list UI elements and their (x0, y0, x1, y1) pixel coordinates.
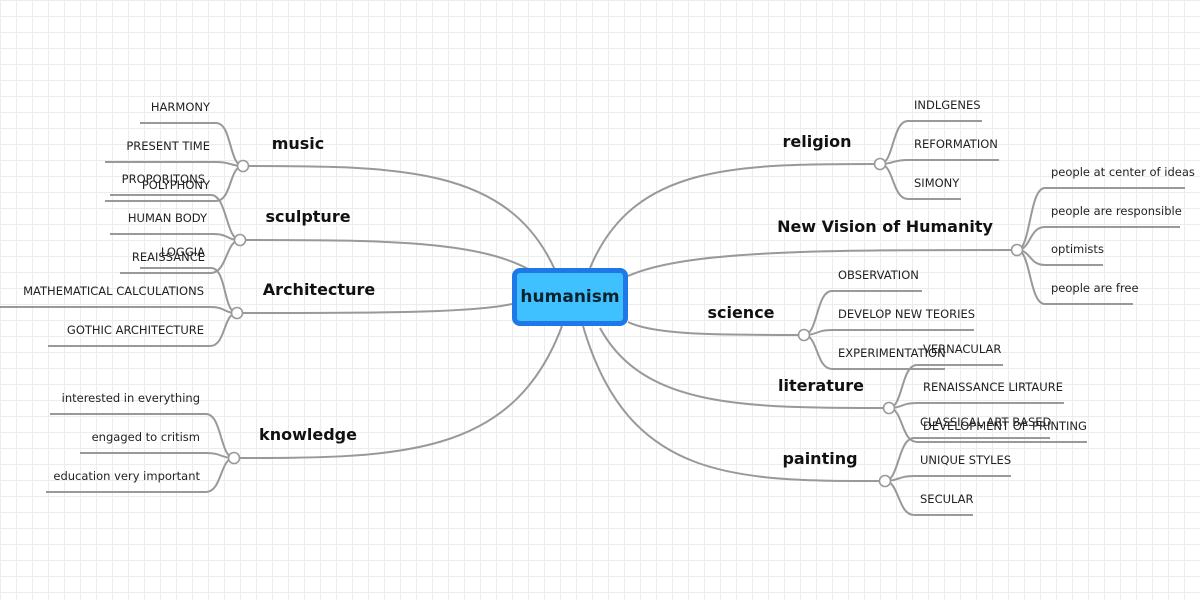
leaf-music-0[interactable]: HARMONY (151, 100, 211, 114)
central-topic-label: humanism (520, 287, 620, 307)
link-science (627, 321, 805, 336)
leaf-new-vision-of-humanity-2[interactable]: optimists (1051, 242, 1104, 256)
connector-science[interactable] (797, 328, 811, 342)
leaf-literature-0[interactable]: VERNACULAR (923, 342, 1001, 356)
leaf-knowledge-1[interactable]: engaged to critism (92, 430, 200, 444)
leaf-literature-2[interactable]: DEVELOPMENT OF PRINTING (923, 419, 1087, 433)
leaf-religion-2[interactable]: SIMONY (914, 176, 960, 190)
leaf-link (888, 402, 1064, 409)
leaf-religion-0[interactable]: INDLGENES (914, 98, 981, 112)
leaf-architecture-1[interactable]: MATHEMATICAL CALCULATIONS (23, 284, 204, 298)
link-religion (589, 163, 881, 269)
branch-knowledge[interactable]: knowledge (259, 425, 357, 444)
leaf-religion-1[interactable]: REFORMATION (914, 137, 998, 151)
leaf-painting-2[interactable]: SECULAR (920, 492, 974, 506)
branch-new-vision-of-humanity[interactable]: New Vision of Humanity (777, 217, 993, 236)
connector-knowledge[interactable] (227, 451, 241, 465)
link-knowledge (233, 325, 563, 459)
leaf-link (105, 161, 244, 167)
leaf-science-1[interactable]: DEVELOP NEW TEORIES (838, 307, 975, 321)
leaf-architecture-2[interactable]: GOTHIC ARCHITECTURE (67, 323, 204, 337)
leaf-painting-0[interactable]: CLASSICAL ART BASED (920, 415, 1052, 429)
link-new-vision-of-humanity (627, 249, 1018, 277)
branch-religion[interactable]: religion (782, 132, 851, 151)
branch-painting[interactable]: painting (782, 449, 857, 468)
connector-religion[interactable] (873, 157, 887, 171)
leaf-science-2[interactable]: EXPERIMENTATION (838, 346, 946, 360)
leaf-sculpture-1[interactable]: HUMAN BODY (128, 211, 208, 225)
connector-painting[interactable] (878, 474, 892, 488)
leaf-link (80, 452, 235, 459)
leaf-link (1016, 187, 1185, 251)
link-painting (582, 325, 886, 482)
link-sculpture (239, 239, 549, 284)
branch-music[interactable]: music (272, 134, 325, 153)
leaf-link (803, 329, 974, 336)
link-music (242, 165, 556, 271)
leaf-science-0[interactable]: OBSERVATION (838, 268, 919, 282)
connector-new-vision-of-humanity[interactable] (1010, 243, 1024, 257)
leaf-link (884, 475, 1011, 482)
leaf-link (110, 233, 241, 241)
leaf-new-vision-of-humanity-1[interactable]: people are responsible (1051, 204, 1182, 218)
branch-nodes: HARMONY PRESENT TIME POLYPHONY musicPROPORI… (23, 98, 1195, 506)
leaf-architecture-0[interactable]: LOGGIA (161, 245, 205, 259)
leaf-painting-1[interactable]: UNIQUE STYLES (920, 453, 1011, 467)
leaf-link (0, 306, 238, 314)
leaf-new-vision-of-humanity-0[interactable]: people at center of ideas (1051, 165, 1195, 179)
connector-sculpture[interactable] (233, 233, 247, 247)
connector-literature[interactable] (882, 401, 896, 415)
leaf-knowledge-0[interactable]: interested in everything (62, 391, 200, 405)
branch-literature[interactable]: literature (778, 376, 864, 395)
leaf-sculpture-0[interactable]: PROPORITONS (122, 172, 205, 186)
leaf-link (879, 159, 999, 165)
leaf-literature-1[interactable]: RENAISSANCE LIRTAURE (923, 380, 1063, 394)
leaf-link (1016, 249, 1133, 305)
connector-music[interactable] (236, 159, 250, 173)
branch-sculpture[interactable]: sculpture (265, 207, 350, 226)
central-topic[interactable]: humanism (512, 268, 628, 326)
leaf-music-2[interactable]: POLYPHONY (142, 178, 211, 192)
leaf-new-vision-of-humanity-3[interactable]: people are free (1051, 281, 1139, 295)
leaf-knowledge-2[interactable]: education very important (53, 469, 200, 483)
leaf-music-1[interactable]: PRESENT TIME (126, 139, 210, 153)
branch-architecture[interactable]: Architecture (263, 280, 376, 299)
connector-architecture[interactable] (230, 306, 244, 320)
link-architecture (236, 303, 513, 314)
link-literature (599, 327, 890, 409)
branch-science[interactable]: science (707, 303, 774, 322)
leaf-sculpture-2[interactable]: REAISSANCE (132, 250, 205, 264)
